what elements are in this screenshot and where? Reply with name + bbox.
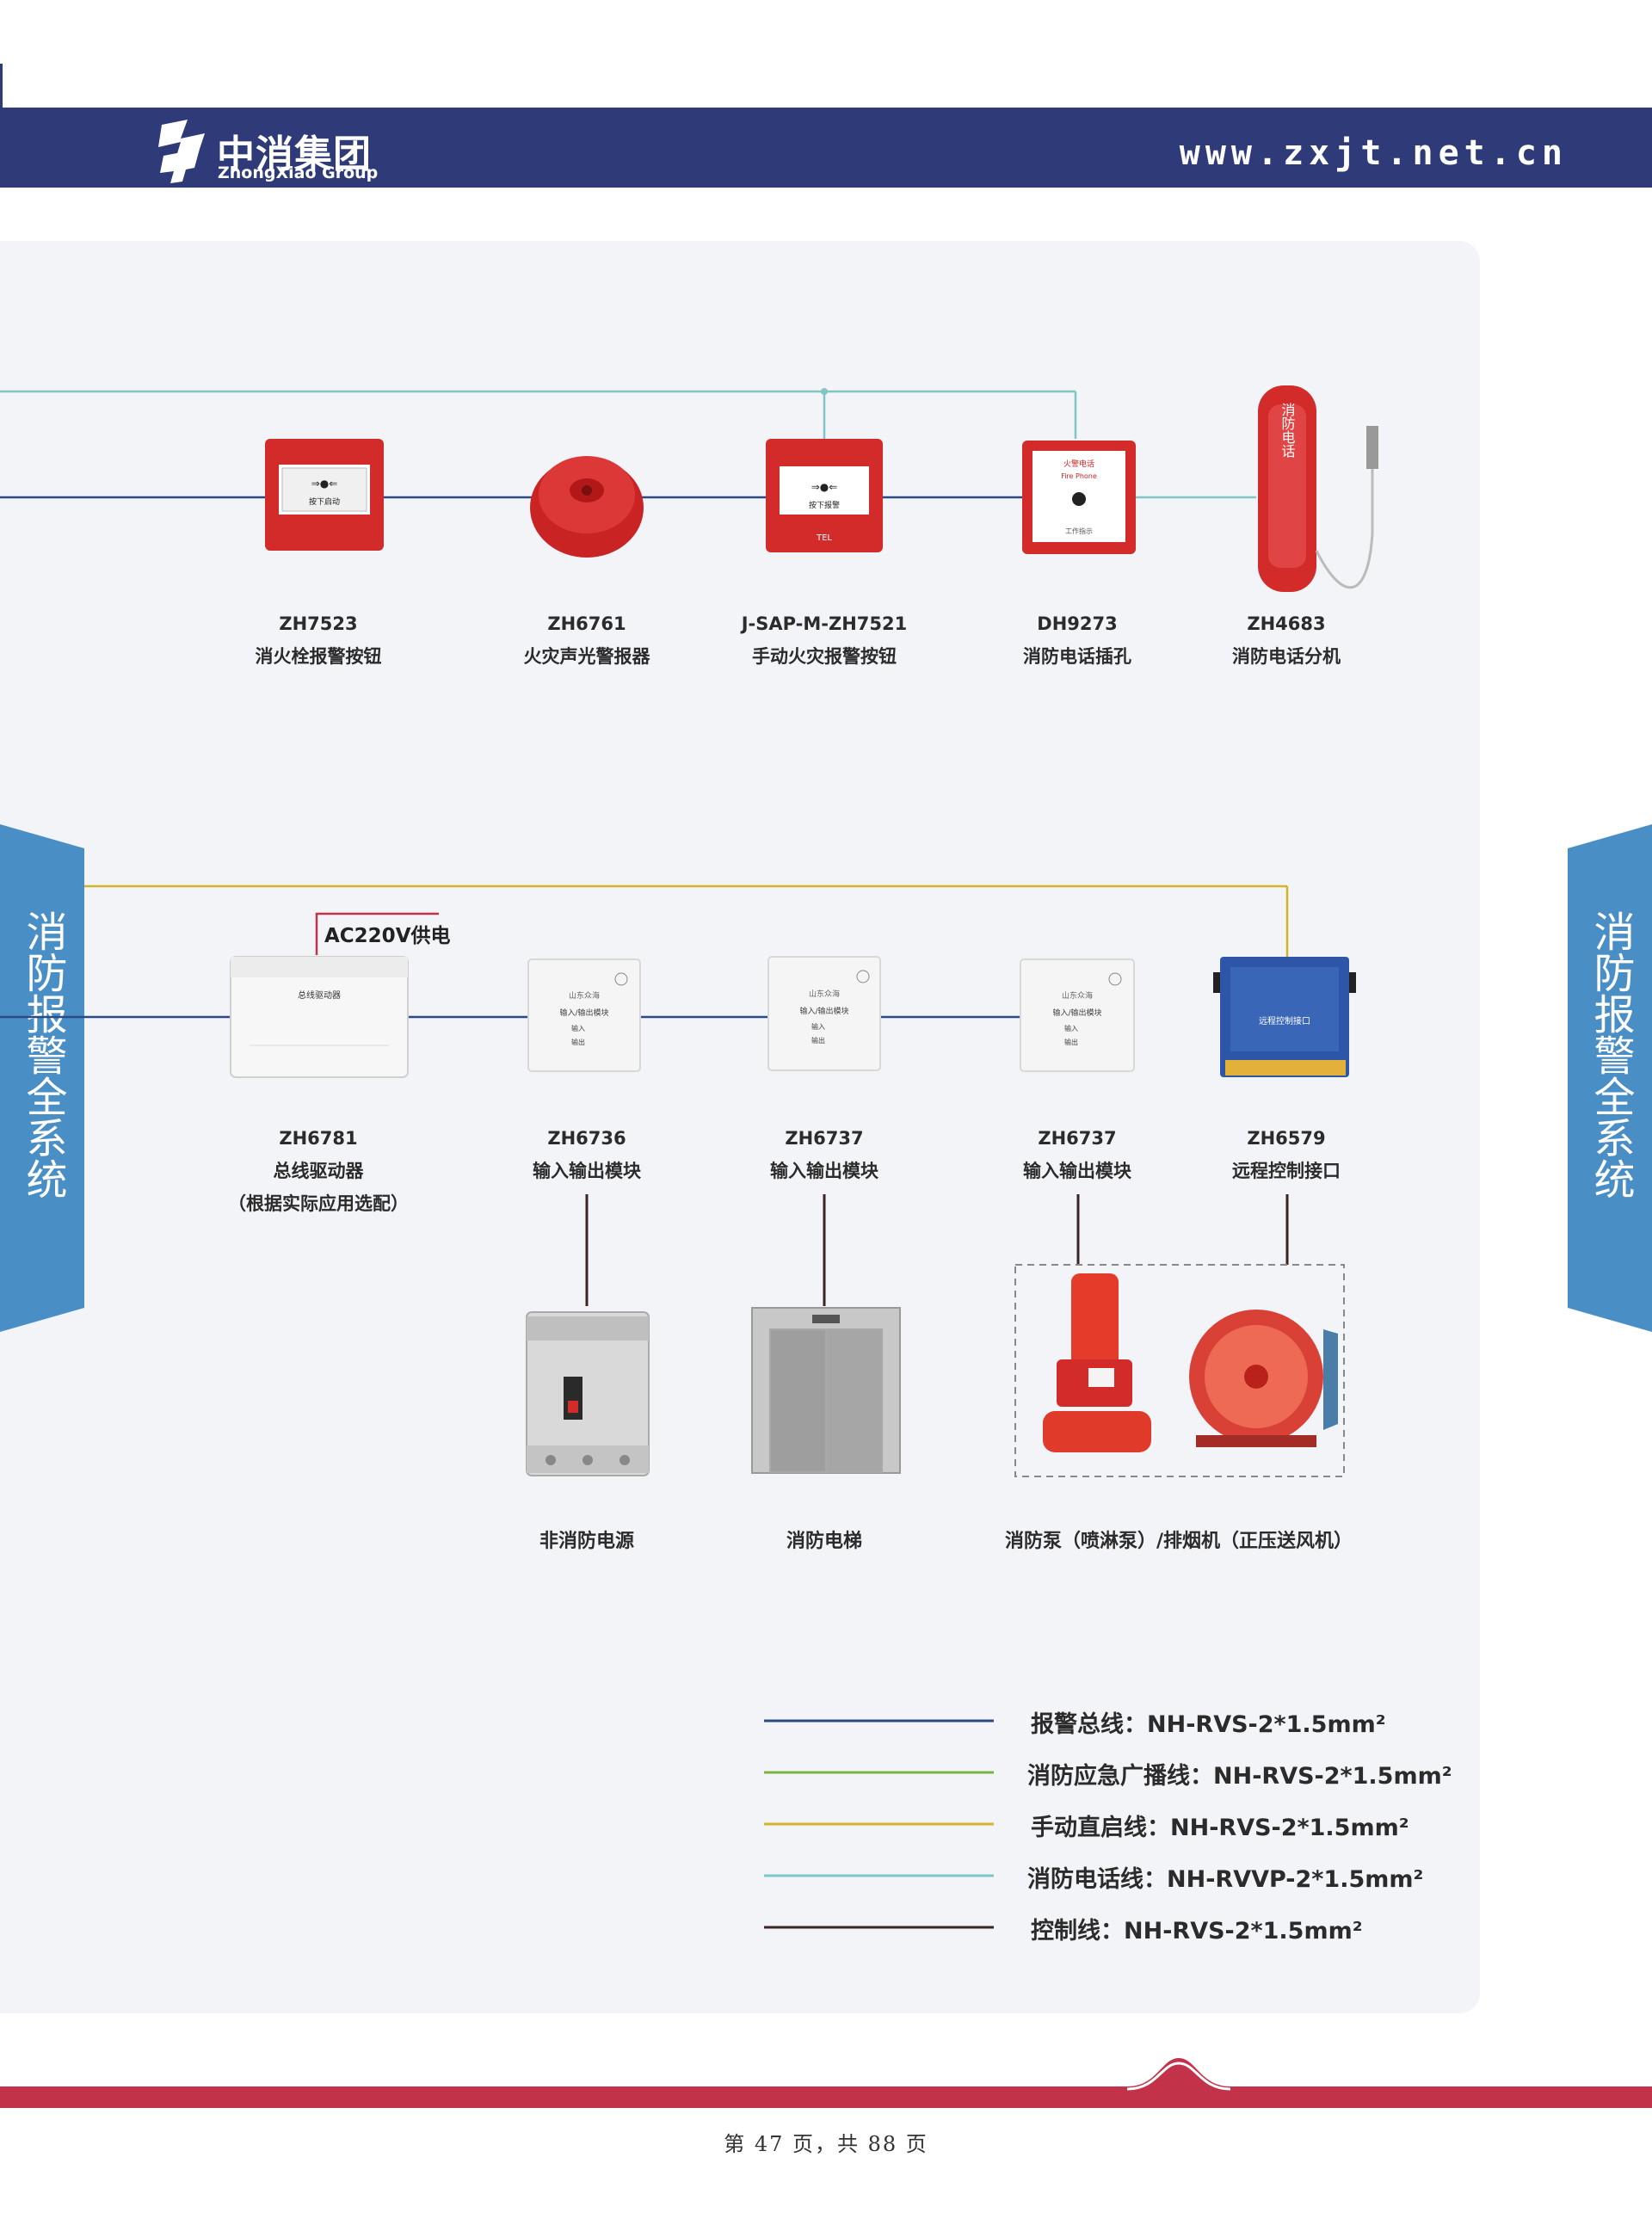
power-line — [315, 912, 439, 955]
svg-text:⇒●⇐: ⇒●⇐ — [311, 478, 338, 490]
fire-phone-jack-icon: 火警电话 Fire Phone 工作指示 — [1022, 441, 1136, 554]
svg-text:山东众海: 山东众海 — [809, 989, 840, 999]
svg-text:远程控制接口: 远程控制接口 — [1259, 1015, 1310, 1026]
io-module-icon-3: 山东众海 输入/输出模块 输入 输出 — [1020, 958, 1135, 1072]
device-code: ZH4683 — [1247, 613, 1326, 634]
svg-text:输入/输出模块: 输入/输出模块 — [799, 1006, 848, 1016]
device-note: （根据实际应用选配） — [228, 1193, 409, 1214]
legend-label-control: 控制线：NH-RVS-2*1.5mm² — [1031, 1918, 1363, 1945]
legend-label-alarm-bus: 报警总线：NH-RVS-2*1.5mm² — [1031, 1711, 1386, 1738]
device-label-zh4683: ZH4683 消防电话分机 — [1174, 607, 1398, 673]
device-code: ZH7523 — [279, 613, 358, 634]
side-tab-left: 消防报警全系统 — [0, 824, 84, 1332]
device-label-zh6761: ZH6761 火灾声光警报器 — [475, 607, 699, 673]
device-code: ZH6737 — [785, 1128, 864, 1149]
side-tab-label: 消防报警全系统 — [1586, 910, 1635, 1199]
io-module-icon-2: 山东众海 输入/输出模块 输入 输出 — [767, 956, 881, 1071]
circuit-breaker-icon — [526, 1311, 650, 1476]
device-label-zh6781: ZH6781 总线驱动器 （根据实际应用选配） — [206, 1122, 430, 1220]
sound-light-alarm-icon — [530, 456, 644, 558]
svg-text:山东众海: 山东众海 — [1062, 990, 1093, 1001]
power-supply-label: AC220V供电 — [324, 925, 451, 947]
side-tab-right: 消防报警全系统 — [1568, 824, 1652, 1332]
side-tab-text: 消防报警全系统 — [1568, 910, 1652, 1210]
svg-text:输入: 输入 — [571, 1024, 585, 1032]
zhongxiao-logo-icon — [158, 120, 205, 183]
svg-text:Fire Phone: Fire Phone — [1061, 472, 1097, 480]
manual-fire-alarm-button-icon: ⇒●⇐ 按下报警 TEL — [766, 439, 883, 552]
device-name: 手动火灾报警按钮 — [752, 646, 897, 667]
device-label-zh7521: J-SAP-M-ZH7521 手动火灾报警按钮 — [712, 607, 936, 673]
pump-fan-dashed-frame — [1014, 1264, 1345, 1477]
device-name: 消防电话插孔 — [1023, 646, 1131, 667]
device-name: 消火栓报警按钮 — [255, 646, 382, 667]
device-name: 输入输出模块 — [1023, 1161, 1131, 1181]
svg-text:输出: 输出 — [1064, 1038, 1078, 1046]
side-tab-label: 消防报警全系统 — [18, 910, 67, 1199]
legend-label-manual-start: 手动直启线：NH-RVS-2*1.5mm² — [1031, 1815, 1409, 1841]
footer-band-wave — [1126, 2062, 1231, 2091]
remote-control-interface-icon: 远程控制接口 — [1213, 957, 1356, 1077]
caption-non-fire-power: 非消防电源 — [539, 1531, 634, 1552]
legend-label-broadcast: 消防应急广播线：NH-RVS-2*1.5mm² — [1027, 1763, 1452, 1790]
device-label-zh6737-a: ZH6737 输入输出模块 — [712, 1122, 936, 1187]
svg-text:输入: 输入 — [811, 1022, 825, 1031]
svg-text:按下启动: 按下启动 — [309, 496, 340, 507]
device-label-dh9273: DH9273 消防电话插孔 — [965, 607, 1189, 673]
legend-label-phone: 消防电话线：NH-RVVP-2*1.5mm² — [1027, 1866, 1424, 1893]
bus-driver-icon: 总线驱动器 — [230, 956, 409, 1078]
svg-text:工作指示: 工作指示 — [1065, 527, 1093, 535]
smoke-exhaust-fan-icon — [1189, 1310, 1338, 1447]
svg-text:输入/输出模块: 输入/输出模块 — [1052, 1008, 1101, 1018]
device-code: ZH6781 — [279, 1128, 358, 1149]
svg-text:按下报警: 按下报警 — [809, 500, 840, 510]
side-tab-text: 消防报警全系统 — [0, 910, 84, 1210]
svg-text:输出: 输出 — [811, 1036, 825, 1045]
device-label-zh7523: ZH7523 消火栓报警按钮 — [206, 607, 430, 673]
fire-pump-icon — [1043, 1273, 1151, 1452]
device-name: 消防电话分机 — [1232, 646, 1341, 667]
device-name: 输入输出模块 — [533, 1161, 641, 1181]
device-label-zh6579: ZH6579 远程控制接口 — [1174, 1122, 1398, 1187]
page-number: 第 47 页，共 88 页 — [724, 2132, 928, 2156]
device-label-zh6737-b: ZH6737 输入输出模块 — [965, 1122, 1189, 1187]
device-code: ZH6737 — [1038, 1128, 1117, 1149]
svg-text:⇒●⇐: ⇒●⇐ — [811, 481, 838, 493]
footer-band — [0, 2058, 1652, 2108]
svg-text:输入: 输入 — [1064, 1024, 1078, 1032]
device-label-zh6736: ZH6736 输入输出模块 — [475, 1122, 699, 1187]
device-code: ZH6736 — [547, 1128, 626, 1149]
hydrant-alarm-button-icon: ⇒●⇐ 按下启动 — [265, 439, 384, 551]
svg-text:总线驱动器: 总线驱动器 — [298, 989, 341, 1001]
page-edge-marker — [0, 64, 3, 111]
device-name: 总线驱动器 — [273, 1161, 364, 1181]
device-name: 输入输出模块 — [770, 1161, 878, 1181]
device-code: DH9273 — [1037, 613, 1118, 634]
device-code: ZH6761 — [547, 613, 626, 634]
header-bar — [0, 108, 1652, 188]
fire-phone-handset-icon: 消防电话 — [1258, 385, 1378, 592]
svg-text:山东众海: 山东众海 — [569, 990, 600, 1001]
svg-text:TEL: TEL — [816, 533, 832, 543]
diagram-panel — [0, 241, 1480, 2013]
logo-english-name: ZhongXiao Group — [218, 163, 379, 182]
io-module-icon-1: 山东众海 输入/输出模块 输入 输出 — [527, 958, 641, 1072]
device-code: ZH6579 — [1247, 1128, 1326, 1149]
svg-text:火警电话: 火警电话 — [1063, 459, 1094, 469]
caption-fire-elevator: 消防电梯 — [786, 1531, 862, 1552]
svg-text:输出: 输出 — [571, 1038, 585, 1046]
device-name: 火灾声光警报器 — [523, 646, 650, 667]
svg-text:输入/输出模块: 输入/输出模块 — [559, 1008, 608, 1018]
svg-text:消防电话: 消防电话 — [1279, 403, 1296, 458]
website-url[interactable]: www.zxjt.net.cn — [1179, 133, 1568, 173]
device-code: J-SAP-M-ZH7521 — [741, 613, 908, 634]
phone-line-node — [821, 388, 828, 395]
logo-chinese-name: 中消集团 — [217, 133, 372, 176]
caption-pump-fan: 消防泵（喷淋泵）/排烟机（正压送风机） — [1004, 1531, 1353, 1552]
device-name: 远程控制接口 — [1232, 1161, 1341, 1181]
elevator-icon — [751, 1307, 901, 1474]
